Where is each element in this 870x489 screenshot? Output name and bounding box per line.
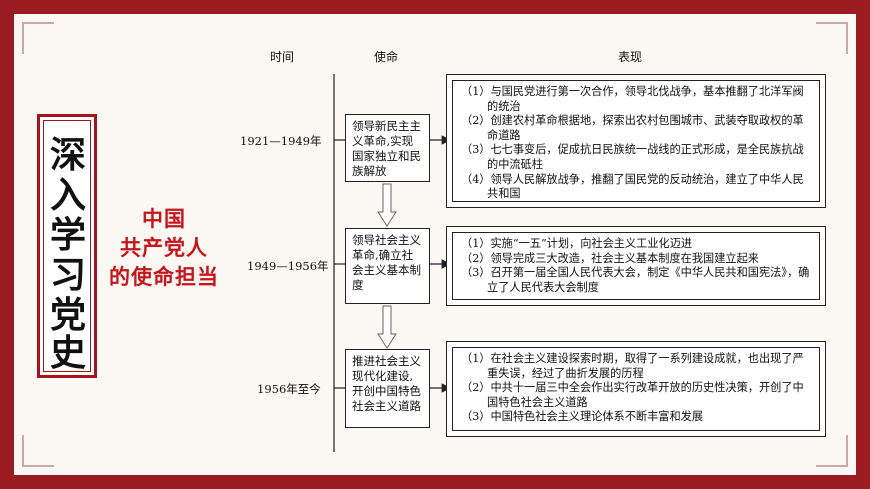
list-item: （3）中国特色社会主义理论体系不断丰富和发展	[461, 410, 704, 424]
list-item: （3）七七事变后，促成抗日民族统一战线的正式形成，是全民族抗战的中流砥柱	[461, 143, 804, 171]
title-char: 入	[49, 174, 86, 216]
list-item: （2）领导完成三大改造，社会主义基本制度在我国建立起来	[461, 251, 759, 265]
performance-box: （1）实施“一五”计划，向社会主义工业化迈进 （2）领导完成三大改造，社会主义基…	[446, 226, 826, 306]
title-char: 习	[49, 254, 86, 296]
list-item: （2）中共十一届三中全会作出实行改革开放的历史性决策，开创了中国特色社会主义道路	[461, 381, 804, 409]
performance-list: （1）实施“一五”计划，向社会主义工业化迈进 （2）领导完成三大改造，社会主义基…	[461, 237, 813, 295]
mission-box: 领导社会主义革命,确立社会主义基本制度	[345, 228, 430, 304]
mission-box: 领导新民主主义革命,实现国家独立和民族解放	[345, 114, 430, 182]
corner-ornament	[816, 22, 848, 54]
list-item: （1）在社会主义建设探索时期，取得了一系列建设成就，也出现了严重失误，经过了曲折…	[461, 352, 804, 380]
performance-box: （1）与国民党进行第一次合作，领导北伐战争，基本推翻了北洋军阀的统治 （2）创建…	[446, 74, 826, 208]
subtitle-line: 的使命担当	[109, 264, 219, 289]
title-char: 深	[49, 134, 86, 176]
down-arrow	[377, 305, 397, 349]
corner-ornament	[22, 22, 54, 54]
performance-box-inner: （1）在社会主义建设探索时期，取得了一系列建设成就，也出现了严重失误，经过了曲折…	[452, 347, 820, 431]
title-char: 学	[49, 214, 86, 256]
list-item: （4）领导人民解放战争，推翻了国民党的反动统治，建立了中华人民共和国	[461, 172, 804, 201]
list-item: （1）实施“一五”计划，向社会主义工业化迈进	[461, 237, 693, 250]
subtitle-line: 中国	[142, 206, 186, 231]
header-mission: 使命	[374, 50, 399, 64]
mission-box: 推进社会主义现代化建设,开创中国特色社会主义道路	[345, 349, 430, 428]
subtitle-line: 共产党人	[120, 235, 208, 260]
period-date: 1956年至今	[257, 382, 321, 396]
list-item: （3）召开第一届全国人民代表大会，制定《中华人民共和国宪法》，确立了人民代表大会…	[461, 266, 810, 294]
performance-box-inner: （1）实施“一五”计划，向社会主义工业化迈进 （2）领导完成三大改造，社会主义基…	[452, 232, 820, 300]
performance-list: （1）在社会主义建设探索时期，取得了一系列建设成就，也出现了严重失误，经过了曲折…	[461, 352, 813, 425]
period-date: 1949—1956年	[247, 259, 329, 273]
performance-list: （1）与国民党进行第一次合作，领导北伐战争，基本推翻了北洋军阀的统治 （2）创建…	[461, 85, 813, 202]
list-item: （1）与国民党进行第一次合作，领导北伐战争，基本推翻了北洋军阀的统治	[461, 85, 804, 113]
corner-ornament	[816, 435, 848, 467]
down-arrow	[377, 183, 397, 227]
vertical-title-inner-border: 深 入 学 习 党 史	[43, 120, 91, 374]
header-time: 时间	[270, 50, 295, 64]
corner-ornament	[22, 435, 54, 467]
vertical-title-box: 深 入 学 习 党 史	[37, 114, 97, 378]
period-date: 1921—1949年	[240, 134, 322, 148]
header-performance: 表现	[618, 50, 643, 64]
performance-box-inner: （1）与国民党进行第一次合作，领导北伐战争，基本推翻了北洋军阀的统治 （2）创建…	[452, 80, 820, 202]
title-char: 党	[49, 294, 86, 336]
list-item: （2）创建农村革命根据地，探索出农村包围城市、武装夺取政权的革命道路	[461, 114, 804, 142]
subtitle: 中国 共产党人 的使命担当	[96, 204, 232, 291]
performance-box: （1）在社会主义建设探索时期，取得了一系列建设成就，也出现了严重失误，经过了曲折…	[446, 341, 826, 437]
title-char: 史	[49, 332, 86, 374]
